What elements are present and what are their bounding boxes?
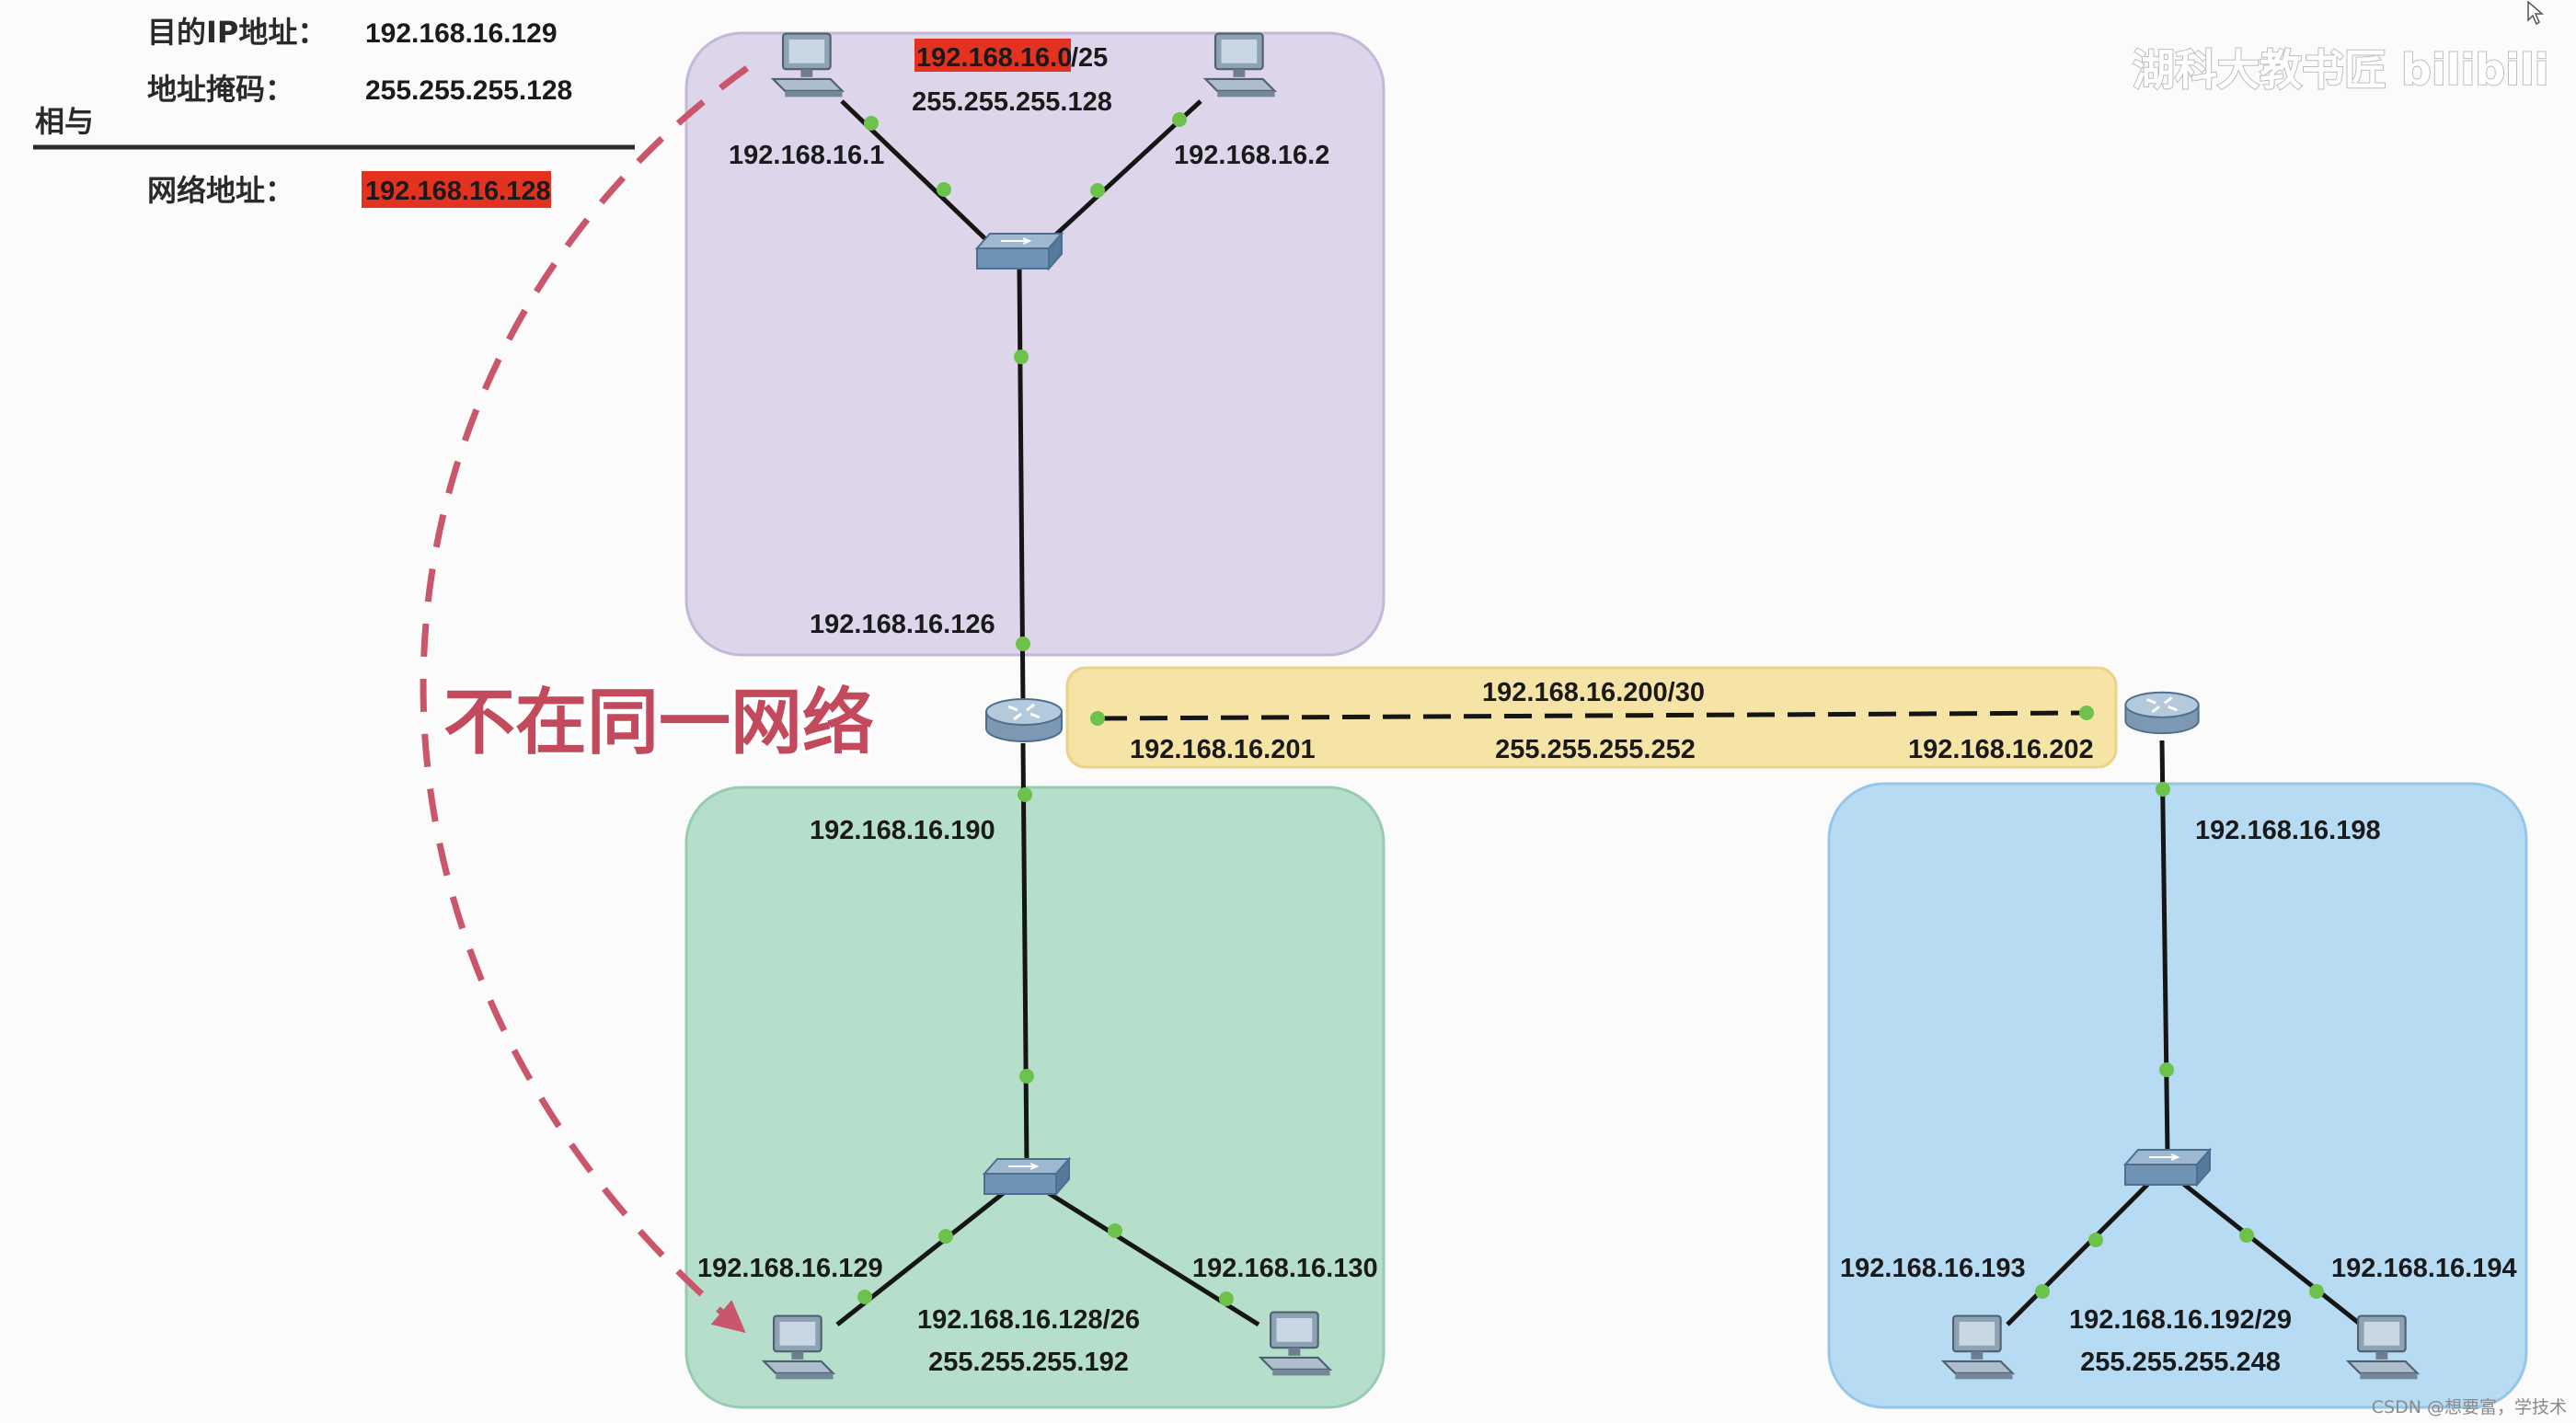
bottom-left-host-right-ip: 192.168.16.130 <box>1192 1254 1378 1283</box>
bottom-left-network: 192.168.16.128/26 <box>917 1305 1140 1335</box>
cable-top-host-right <box>1033 99 1202 256</box>
link-mask: 255.255.255.252 <box>1495 735 1696 764</box>
watermark: 湖科大教书匠 bilibili <box>2133 45 2548 95</box>
cable-top-switch-router <box>1017 266 1026 707</box>
cable-right-host-left <box>2006 1181 2151 1326</box>
router-icon-left[interactable] <box>984 697 1064 743</box>
footer-credit: CSDN @想要富，学技术 <box>2372 1397 2567 1417</box>
and-operation-label: 相与 <box>35 104 94 139</box>
top-network-address: 192.168.16.0 <box>916 43 1072 73</box>
mask-label: 地址掩码： <box>147 72 294 107</box>
right-network: 192.168.16.192/29 <box>2069 1305 2292 1335</box>
switch-icon-bottom-left[interactable] <box>983 1158 1070 1195</box>
cable-router-bottom-switch <box>1020 742 1029 1167</box>
link-left-ip: 192.168.16.201 <box>1130 735 1316 764</box>
router-icon-right[interactable] <box>2123 691 2201 735</box>
top-host-right-ip: 192.168.16.2 <box>1174 141 1329 170</box>
cable-right-host-right <box>2180 1181 2363 1326</box>
dest-ip-label: 目的IP地址： <box>147 15 327 50</box>
right-mask: 255.255.255.248 <box>2080 1348 2281 1377</box>
network-address-label: 网络地址： <box>147 173 294 208</box>
network-address-value: 192.168.16.128 <box>365 177 551 206</box>
right-gateway-ip: 192.168.16.198 <box>2195 816 2381 845</box>
cable-right-router-switch <box>2159 740 2170 1155</box>
cursor-icon <box>2527 0 2545 26</box>
calculation-panel: 目的IP地址： 192.168.16.129 地址掩码： 255.255.255… <box>33 15 635 208</box>
bottom-left-gateway-ip: 192.168.16.190 <box>810 816 995 845</box>
cable-router-router-serial <box>1098 710 2087 721</box>
annotation-not-same-network: 不在同一网络 <box>443 682 874 764</box>
top-network-highlight <box>914 39 1071 72</box>
top-network-prefix: /25 <box>1071 43 1108 73</box>
mask-value: 255.255.255.128 <box>365 75 572 106</box>
top-gateway-ip: 192.168.16.126 <box>810 610 995 639</box>
switch-icon-right[interactable] <box>2124 1149 2211 1186</box>
zone-top-network <box>684 31 1386 657</box>
link-lights <box>857 112 2324 1306</box>
bottom-left-mask: 255.255.255.192 <box>928 1348 1129 1377</box>
link-right-ip: 192.168.16.202 <box>1908 735 2094 764</box>
dashed-arrow-different-network <box>420 65 750 1334</box>
top-network-mask: 255.255.255.128 <box>912 87 1112 117</box>
network-address-highlight <box>362 171 551 208</box>
bottom-left-host-left-ip: 192.168.16.129 <box>697 1254 883 1283</box>
zone-bottom-left-network <box>684 786 1386 1409</box>
right-host-right-ip: 192.168.16.194 <box>2331 1254 2517 1283</box>
right-host-left-ip: 192.168.16.193 <box>1840 1254 2026 1283</box>
dest-ip-value: 192.168.16.129 <box>365 18 558 49</box>
cables <box>835 99 2363 1327</box>
switch-icon-top[interactable] <box>976 233 1063 270</box>
zone-right-network <box>1827 782 2528 1409</box>
top-host-left-ip: 192.168.16.1 <box>729 141 884 170</box>
link-network: 192.168.16.200/30 <box>1482 678 1705 707</box>
